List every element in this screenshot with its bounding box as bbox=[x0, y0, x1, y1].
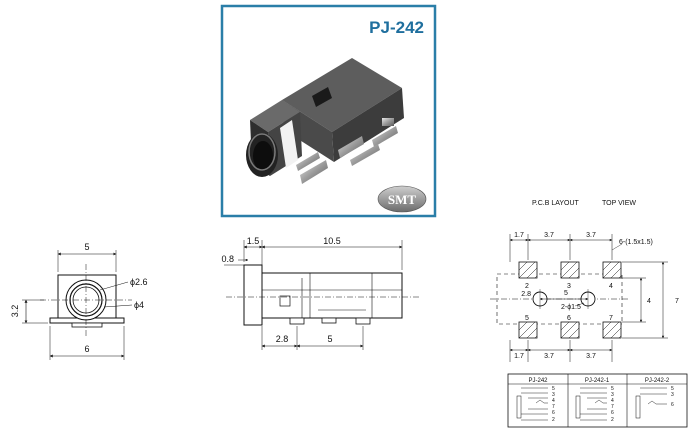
dim-height-inner: 4 bbox=[647, 298, 651, 305]
svg-text:2: 2 bbox=[611, 417, 614, 423]
hole-spec: 2-ϕ1.5 bbox=[561, 304, 581, 311]
pad-label-3: 3 bbox=[567, 283, 571, 290]
dim-body-length: 10.5 bbox=[323, 236, 341, 246]
svg-text:7: 7 bbox=[611, 404, 614, 410]
pcb-layout: P.C.B LAYOUT TOP VIEW bbox=[490, 200, 679, 362]
model-title: PJ-242 bbox=[369, 18, 424, 37]
schematic-pj-242-1: 5 3 4 7 6 2 bbox=[575, 386, 614, 423]
pcb-subtitle: TOP VIEW bbox=[602, 200, 636, 207]
product-photo-panel: PJ-242 bbox=[220, 4, 437, 218]
pad-label-6: 6 bbox=[567, 315, 571, 322]
svg-text:5: 5 bbox=[611, 386, 614, 392]
variant-header-2: PJ-242-1 bbox=[585, 378, 610, 384]
dim-height-outer: 7 bbox=[675, 298, 679, 305]
dim-flange: 1.5 bbox=[247, 236, 260, 246]
dim-bottom-right: 3.7 bbox=[586, 353, 596, 360]
pad-4 bbox=[602, 261, 622, 279]
svg-text:3: 3 bbox=[552, 392, 555, 398]
dim-inner-left: 2.8 bbox=[521, 291, 531, 298]
svg-text:4: 4 bbox=[611, 398, 614, 404]
dim-top-right: 3.7 bbox=[586, 232, 596, 239]
pad-6 bbox=[560, 321, 580, 339]
pad-5 bbox=[518, 321, 538, 339]
dim-pad-offset: 2.8 bbox=[276, 334, 289, 344]
pad-label-2: 2 bbox=[525, 283, 529, 290]
svg-text:SMT: SMT bbox=[388, 192, 417, 207]
dim-top-mid: 3.7 bbox=[544, 232, 554, 239]
svg-text:7: 7 bbox=[552, 404, 555, 410]
connector-illustration bbox=[246, 58, 404, 184]
smt-badge: SMT bbox=[377, 185, 427, 213]
dim-bottom-mid: 3.7 bbox=[544, 353, 554, 360]
variant-header-3: PJ-242-2 bbox=[645, 378, 670, 384]
schematic-pj-242: 5 3 4 7 6 2 bbox=[516, 386, 555, 423]
pad-spec: 6-(1.5x1.5) bbox=[619, 239, 653, 246]
dim-pad-span: 5 bbox=[327, 334, 332, 344]
pcb-title: P.C.B LAYOUT bbox=[532, 200, 580, 207]
svg-text:6: 6 bbox=[671, 402, 674, 408]
svg-text:5: 5 bbox=[552, 386, 555, 392]
dim-bottom-left: 1.7 bbox=[514, 353, 524, 360]
dim-width-top: 5 bbox=[84, 242, 89, 252]
dim-lip: 0.8 bbox=[221, 254, 234, 264]
pad-3 bbox=[560, 261, 580, 279]
svg-text:5: 5 bbox=[671, 386, 674, 392]
pad-2 bbox=[518, 261, 538, 279]
svg-text:6: 6 bbox=[611, 410, 614, 416]
dim-width-bottom: 6 bbox=[84, 344, 89, 354]
svg-text:3: 3 bbox=[611, 392, 614, 398]
variant-header-1: PJ-242 bbox=[528, 378, 548, 384]
svg-text:2: 2 bbox=[552, 417, 555, 423]
pad-label-4: 4 bbox=[609, 283, 613, 290]
variant-table: PJ-242 PJ-242-1 PJ-242-2 5 3 4 7 6 2 5 3… bbox=[507, 373, 688, 428]
pad-label-7: 7 bbox=[609, 315, 613, 322]
side-view: 1.5 10.5 0.8 2.8 5 bbox=[221, 236, 420, 350]
dim-inner-span: 5 bbox=[564, 290, 568, 297]
schematic-pj-242-2: 5 3 6 bbox=[635, 386, 674, 419]
dim-top-left: 1.7 bbox=[514, 232, 524, 239]
pad-7 bbox=[602, 321, 622, 339]
svg-text:6: 6 bbox=[552, 410, 555, 416]
svg-text:4: 4 bbox=[552, 398, 555, 404]
dim-phi-outer: ϕ2.6 bbox=[130, 277, 148, 287]
front-view: 5 6 3.2 ϕ2.6 ϕ4 bbox=[10, 242, 148, 360]
dim-phi-inner: ϕ4 bbox=[134, 300, 144, 310]
dim-height: 3.2 bbox=[10, 305, 20, 318]
svg-text:3: 3 bbox=[671, 392, 674, 398]
pad-label-5: 5 bbox=[525, 315, 529, 322]
